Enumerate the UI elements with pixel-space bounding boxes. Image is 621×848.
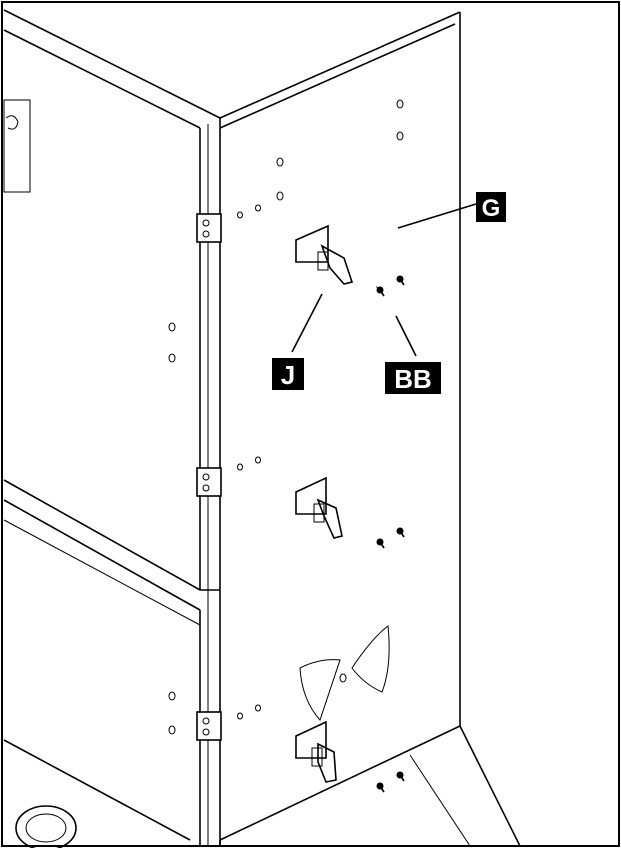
hinge-bottom: [196, 711, 222, 741]
leader-j: [291, 293, 323, 353]
callout-j: J: [272, 358, 304, 390]
screws-top: [376, 275, 405, 297]
latch-top: [295, 224, 354, 285]
side-panel: [219, 11, 521, 847]
callout-g: G: [476, 192, 506, 222]
hinge-middle: [196, 467, 222, 497]
latch-middle: [295, 476, 343, 539]
callout-bb: BB: [385, 362, 441, 394]
screws-bottom: [376, 771, 405, 793]
latch-bottom: [295, 720, 337, 783]
callout-j-text: J: [281, 360, 295, 390]
left-cabinet: [3, 9, 221, 848]
screws-middle: [376, 527, 405, 549]
leader-g: [397, 203, 477, 229]
hinge-top: [196, 213, 222, 243]
leader-bb: [395, 315, 417, 357]
callout-bb-text: BB: [394, 364, 432, 394]
callout-g-text: G: [482, 195, 501, 222]
